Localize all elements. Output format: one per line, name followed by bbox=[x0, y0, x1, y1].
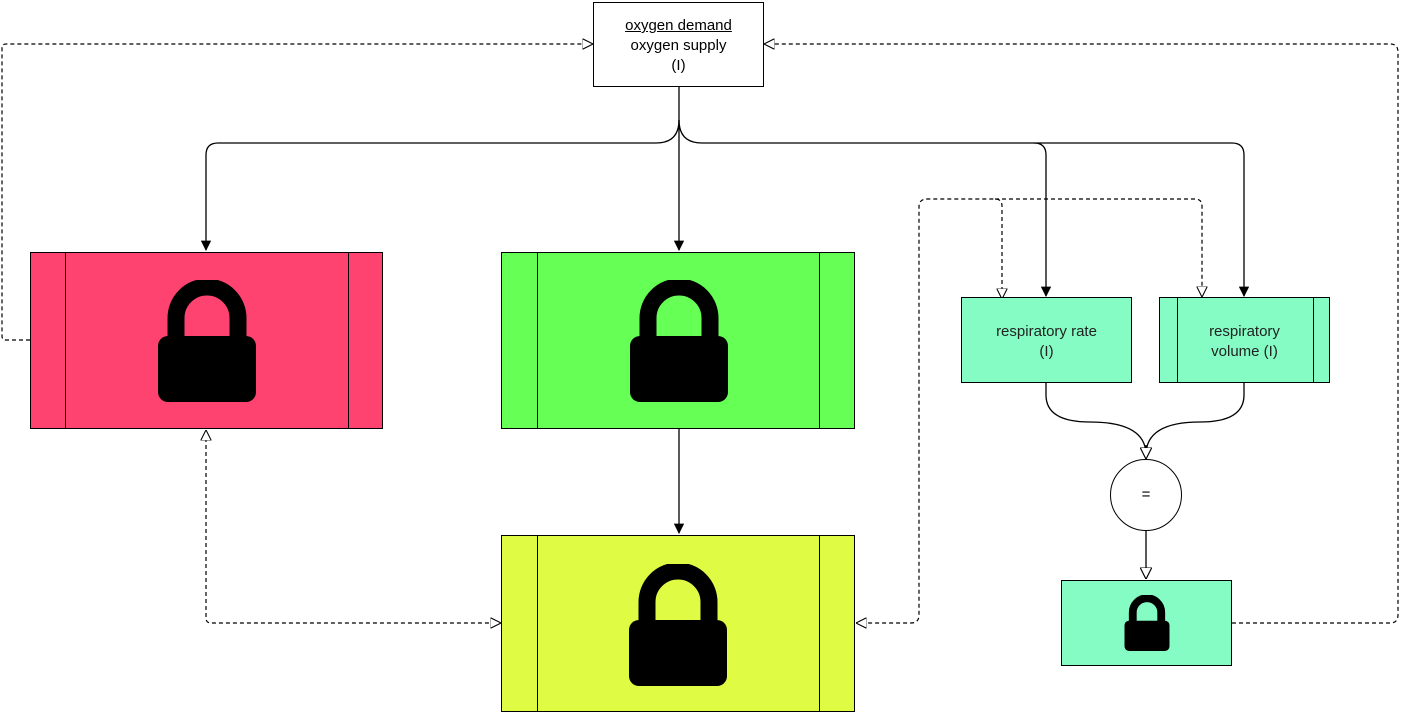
equals-operator: = bbox=[1110, 459, 1182, 531]
denominator-label: oxygen supply bbox=[630, 37, 727, 54]
lock-icon bbox=[158, 280, 256, 402]
dashed-loop-to-yellow bbox=[857, 198, 1002, 623]
red-process-node bbox=[30, 252, 383, 429]
green-process-node bbox=[501, 252, 855, 429]
respiratory-rate-node: respiratory rate (I) bbox=[961, 297, 1132, 383]
respiratory-rate-label: respiratory rate bbox=[996, 323, 1097, 340]
lock-icon bbox=[629, 564, 727, 686]
dashed-result-to-top bbox=[765, 44, 1399, 624]
dashed-red-to-top bbox=[1, 44, 592, 341]
edge-resp-volume-to-operator bbox=[1145, 383, 1245, 456]
dashed-red-yellow bbox=[206, 431, 500, 623]
respiratory-rate-unit: (I) bbox=[1039, 343, 1054, 360]
unit-label: (I) bbox=[671, 57, 686, 74]
numerator-label: oxygen demand bbox=[625, 17, 732, 34]
edge-top-to-resp-volume bbox=[1034, 142, 1250, 298]
yellow-process-node bbox=[501, 535, 855, 712]
edge-top-to-red bbox=[200, 119, 680, 252]
respiratory-volume-node: respiratory volume (I) bbox=[1159, 297, 1330, 383]
oxygen-ratio-node: oxygen demand oxygen supply (I) bbox=[593, 2, 764, 87]
dashed-loop-to-resp-volume bbox=[995, 198, 1202, 296]
result-node bbox=[1061, 580, 1232, 666]
respiratory-volume-label-line2: volume (I) bbox=[1211, 343, 1278, 360]
respiratory-volume-label: respiratory bbox=[1209, 323, 1280, 340]
lock-icon bbox=[630, 280, 728, 402]
lock-icon bbox=[1124, 595, 1170, 651]
edge-resp-rate-to-operator bbox=[1045, 383, 1147, 456]
